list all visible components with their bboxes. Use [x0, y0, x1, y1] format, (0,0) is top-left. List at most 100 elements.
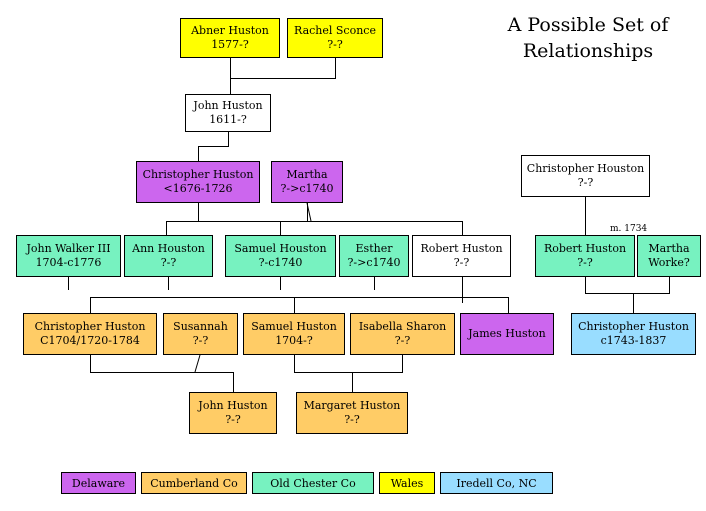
person-name: Christopher Houston: [526, 162, 645, 175]
legend-label: Iredell Co, NC: [456, 476, 537, 490]
person-name: John Huston: [198, 399, 268, 412]
person-dates: Worke?: [648, 256, 690, 269]
person-dates: ?->c1740: [280, 182, 334, 195]
person-node-robert-huston-mid[interactable]: Robert Huston?-?: [412, 235, 511, 277]
person-name: Ann Houston: [132, 242, 205, 255]
person-node-james-huston[interactable]: James Huston: [460, 313, 554, 355]
c-ann-down: [168, 277, 169, 290]
legend-cumberland[interactable]: Cumberland Co: [141, 472, 247, 494]
person-name: Margaret Huston: [303, 399, 401, 412]
legend-label: Old Chester Co: [270, 476, 356, 490]
person-dates: ?-?: [192, 334, 209, 347]
person-name: Samuel Huston: [251, 320, 337, 333]
person-node-rachel-sconce[interactable]: Rachel Sconce?-?: [287, 18, 383, 58]
c-robertr-down: [585, 277, 586, 293]
person-node-martha-c1740[interactable]: Martha?->c1740: [271, 161, 343, 203]
person-node-robert-huston-right[interactable]: Robert Huston?-?: [535, 235, 635, 277]
person-dates: 1704-?: [275, 334, 313, 347]
person-dates: 1704-c1776: [35, 256, 102, 269]
c-isabella-down: [402, 355, 403, 372]
person-node-john-huston-bottom[interactable]: John Huston?-?: [189, 392, 277, 434]
c-abner-down: [230, 58, 231, 78]
c-to-christopher4: [90, 297, 91, 313]
person-node-isabella-sharon[interactable]: Isabella Sharon?-?: [350, 313, 455, 355]
person-dates: C1704/1720-1784: [40, 334, 140, 347]
person-name: Christopher Huston: [34, 320, 146, 333]
person-name: John Walker III: [26, 242, 111, 255]
person-name: Isabella Sharon: [358, 320, 447, 333]
person-name: Martha: [648, 242, 690, 255]
person-dates: ?->c1740: [347, 256, 401, 269]
title-line-2: Relationships: [522, 40, 654, 62]
c-john-bar: [198, 146, 229, 147]
c-to-margaret: [352, 372, 353, 392]
c-robertmid-down: [462, 277, 463, 303]
legend-iredell[interactable]: Iredell Co, NC: [440, 472, 553, 494]
c-gen4-bar: [90, 297, 508, 298]
c-to-ann: [166, 221, 167, 235]
c-marthaworke-down: [669, 277, 670, 293]
c-john-bottom-bar: [90, 372, 233, 373]
c-houston-down: [585, 197, 586, 235]
legend-old-chester[interactable]: Old Chester Co: [252, 472, 374, 494]
person-node-margaret-huston[interactable]: Margaret Huston?-?: [296, 392, 408, 434]
person-dates: ?-?: [577, 256, 593, 269]
person-node-christopher-huston-1676[interactable]: Christopher Huston<1676-1726: [136, 161, 260, 203]
person-name: Robert Huston: [543, 242, 627, 255]
c-to-john-huston: [230, 78, 231, 94]
legend-label: Cumberland Co: [150, 476, 238, 490]
person-node-samuel-houston-c1740[interactable]: Samuel Houston?-c1740: [225, 235, 336, 277]
person-dates: ?-?: [453, 256, 470, 269]
person-name: James Huston: [468, 327, 546, 340]
c-margaret-bar: [294, 372, 403, 373]
d-susannah-to-john: [194, 354, 201, 373]
person-name: Abner Huston: [191, 24, 269, 37]
person-dates: ?-?: [160, 256, 177, 269]
c-rachel-down: [335, 58, 336, 78]
c-gen3-bar: [166, 221, 463, 222]
c-right-bar: [585, 293, 670, 294]
person-name: John Huston: [193, 99, 263, 112]
person-name: Martha: [286, 168, 328, 181]
person-dates: ?-?: [327, 38, 343, 51]
d-martha-slant: [306, 202, 312, 222]
c-samuel4-down: [294, 355, 295, 372]
person-dates: ?-?: [394, 334, 411, 347]
c-esther-down: [374, 277, 375, 290]
person-name: Rachel Sconce: [294, 24, 376, 37]
c-walker-down: [68, 277, 69, 290]
person-node-esther-c1740[interactable]: Esther?->c1740: [339, 235, 409, 277]
c-to-samuel-houston: [280, 221, 281, 235]
person-name: Susannah: [173, 320, 228, 333]
c-abner-rachel-bar: [230, 78, 336, 79]
c-to-samuel4: [294, 297, 295, 313]
c-christopher-down: [198, 203, 199, 221]
person-node-susannah[interactable]: Susannah?-?: [163, 313, 238, 355]
person-dates: c1743-1837: [600, 334, 667, 347]
legend-delaware[interactable]: Delaware: [61, 472, 136, 494]
person-node-christopher-houston-qq[interactable]: Christopher Houston?-?: [521, 155, 650, 197]
person-name: Samuel Houston: [234, 242, 327, 255]
person-node-ann-houston[interactable]: Ann Houston?-?: [124, 235, 213, 277]
person-name: Christopher Huston: [142, 168, 254, 181]
person-name: Esther: [355, 242, 393, 255]
c-to-christopher: [198, 146, 199, 161]
person-name: Christopher Huston: [578, 320, 689, 333]
c-to-john-bottom: [233, 372, 234, 392]
page-title: A Possible Set of Relationships: [478, 12, 698, 64]
person-dates: ?-?: [344, 413, 360, 426]
legend-wales[interactable]: Wales: [379, 472, 435, 494]
person-dates: <1676-1726: [163, 182, 233, 195]
c-to-james: [508, 297, 509, 313]
title-line-1: A Possible Set of: [507, 14, 669, 36]
legend-label: Wales: [390, 476, 424, 490]
person-dates: ?-?: [577, 176, 594, 189]
